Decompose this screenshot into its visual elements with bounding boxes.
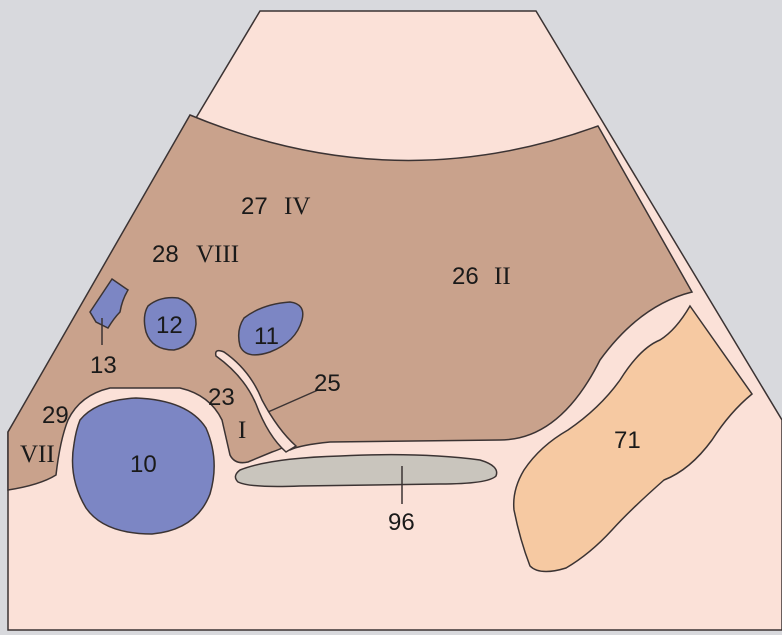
label-segment-iv-number: 27: [241, 193, 268, 220]
label-segment-vii-roman: VII: [20, 441, 55, 468]
label-vessel-10: 10: [130, 451, 157, 478]
label-segment-i-roman: I: [238, 417, 246, 444]
label-segment-i-number: 23: [208, 384, 235, 411]
label-structure-96: 96: [388, 509, 415, 536]
label-vessel-13: 13: [90, 352, 117, 379]
label-segment-iv-roman: IV: [284, 193, 310, 220]
label-vessel-12: 12: [156, 312, 183, 339]
label-segment-vii-number: 29: [42, 402, 69, 429]
label-ligament-25: 25: [314, 370, 341, 397]
label-segment-ii-number: 26: [452, 263, 479, 290]
label-vessel-11: 11: [254, 323, 279, 350]
label-segment-viii-number: 28: [152, 241, 179, 268]
label-structure-71: 71: [614, 427, 641, 454]
label-segment-ii-roman: II: [494, 263, 511, 290]
label-segment-viii-roman: VIII: [196, 241, 239, 268]
